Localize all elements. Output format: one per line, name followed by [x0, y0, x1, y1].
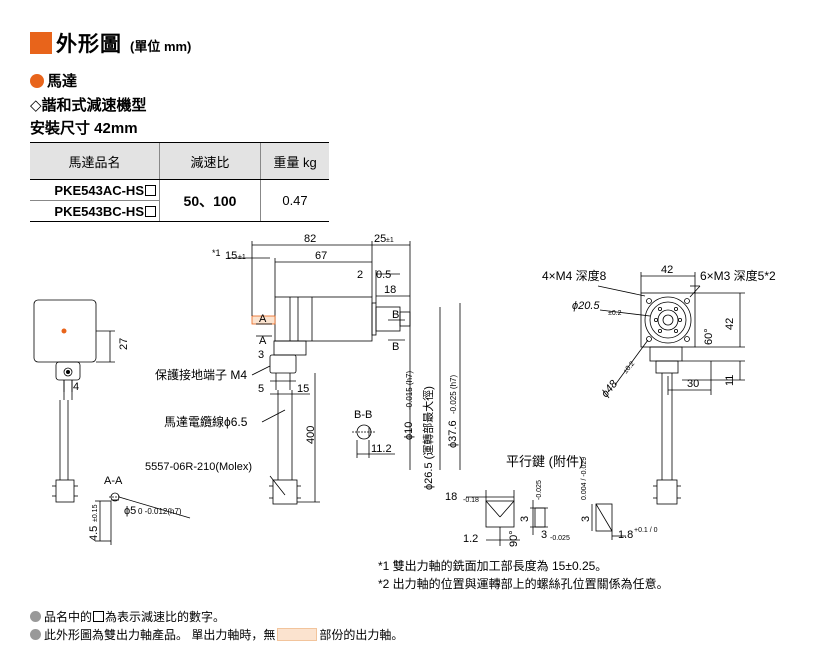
model-cell: PKE543BC-HS	[30, 200, 160, 222]
footer-text: 為表示減速比的數字。	[105, 610, 226, 624]
phi5-tol: 0 -0.012(h7)	[138, 507, 182, 516]
dim-15: 15	[225, 250, 237, 262]
dim-400: 400	[305, 426, 317, 444]
dim-15b: 15	[297, 383, 309, 395]
heading-square-icon	[30, 32, 52, 54]
cable-label: 馬達電纜線ϕ6.5	[164, 414, 248, 429]
frame-label: 安裝尺寸 42mm	[30, 120, 138, 137]
type-label: ◇諧和式減速機型	[30, 97, 147, 114]
phi20-5: ϕ20.5	[572, 300, 600, 312]
header-model: 馬達品名	[30, 142, 160, 180]
key-90: 90°	[508, 530, 520, 547]
footer-line-1: 品名中的 為表示減速比的數字。	[30, 608, 225, 625]
terminal-label: 保護接地端子 M4	[155, 367, 247, 382]
dim-11-2: 11.2	[371, 443, 392, 455]
footer-text: 此外形圖為雙出力軸產品。 單出力軸時，無	[44, 628, 276, 642]
footer-text: 品名中的	[44, 610, 93, 624]
key-3a-tol: -0.025	[536, 480, 543, 500]
dim-4: 4	[73, 381, 79, 393]
note-2: *2 出力軸的位置與運轉部上的螺絲孔位置關係為任意。	[378, 577, 669, 591]
key-1-2: 1.2	[463, 533, 478, 545]
box-placeholder-icon	[145, 184, 156, 196]
key-3a: 3	[519, 516, 531, 522]
phi10: ϕ10	[403, 422, 415, 440]
dim-25: 25	[374, 233, 386, 245]
footer-line-2: 此外形圖為雙出力軸產品。 單出力軸時，無 部份的出力軸。	[30, 626, 403, 643]
phi37-6: ϕ37.6	[447, 420, 459, 448]
motor-section: 馬達	[30, 70, 77, 91]
dim-11: 11	[724, 375, 736, 386]
dim-18: 18	[384, 284, 396, 296]
phi37-6-tol: -0.025 (h7)	[449, 375, 458, 414]
phi5: ϕ5	[124, 505, 136, 517]
header-ratio: 減速比	[159, 142, 261, 180]
phi48: ϕ48	[599, 377, 621, 399]
star-1: *1	[212, 248, 221, 258]
aa-label: A-A	[104, 475, 123, 487]
connector-label: 5557-06R-210(Molex)	[145, 461, 252, 473]
page-title: 外形圖	[56, 33, 122, 56]
box-placeholder-icon	[145, 205, 156, 217]
model-name: PKE543AC-HS	[54, 182, 144, 198]
orange-dot-icon	[30, 73, 44, 88]
motor-body	[274, 296, 373, 342]
key-1-8-tol: +0.1 / 0	[634, 527, 658, 534]
key-1-8: 1.8	[618, 529, 633, 541]
page-heading: 外形圖 (單位 mm)	[30, 30, 191, 56]
table-row: PKE543BC-HS	[30, 200, 329, 222]
bullet-dot-icon	[30, 611, 41, 622]
phi48-tol: ±0.2	[622, 360, 636, 375]
dim-30: 30	[687, 378, 699, 390]
footer-text: 部份的出力軸。	[319, 628, 404, 642]
table-header-row: 馬達品名 減速比 重量 kg	[30, 142, 329, 180]
key-title: 平行鍵 (附件)	[506, 454, 583, 469]
unit-label: (單位 mm)	[130, 38, 192, 54]
bullet-dot-icon	[30, 629, 41, 640]
key-18: 18	[445, 491, 457, 503]
holes-4: 4×M4 深度8	[542, 268, 607, 283]
note-1: *1 雙出力軸的銑面加工部長度為 15±0.25。	[378, 559, 608, 573]
holes-6: 6×M3 深度5*2	[700, 268, 776, 283]
key-3c: 3	[580, 516, 592, 522]
dim-5: 5	[258, 383, 264, 395]
b-marker-top: B	[392, 309, 399, 321]
key-3c-tol: 0.004 / -0.029	[581, 457, 588, 500]
dim-82: 82	[304, 233, 316, 245]
dim-4-5-tol: ±0.15	[92, 504, 99, 522]
dim-3: 3	[258, 349, 264, 361]
spec-table: 馬達品名 減速比 重量 kg PKE543AC-HS 50、100 0.47 P…	[30, 142, 329, 222]
a-marker-bottom: A	[259, 335, 267, 347]
key-18-tol: -0.18	[463, 497, 479, 504]
dim-27: 27	[118, 338, 130, 350]
weight-cell: 0.47	[260, 179, 329, 222]
motor-label: 馬達	[47, 73, 78, 90]
dim-25-tol: ±1	[386, 237, 394, 244]
a-marker-top: A	[259, 313, 267, 325]
shaft-highlight-swatch	[277, 628, 318, 641]
phi26-5: ϕ26.5 (運轉部最大徑)	[421, 386, 435, 490]
ratio-cell: 50、100	[159, 179, 261, 222]
bb-label: B-B	[354, 409, 372, 421]
header-weight: 重量 kg	[260, 142, 329, 180]
model-name: PKE543BC-HS	[54, 203, 144, 219]
dim-67: 67	[315, 250, 327, 262]
dim-60: 60°	[703, 328, 715, 345]
dim-4-5: 4.5	[88, 526, 100, 541]
front-view-flange	[640, 292, 696, 348]
key-3b: 3	[541, 529, 547, 541]
dim-42-top: 42	[661, 264, 673, 276]
dim-0-5: 0.5	[376, 269, 391, 281]
table-row: PKE543AC-HS 50、100 0.47	[30, 179, 329, 222]
b-marker-bottom: B	[392, 341, 399, 353]
phi20-5-tol: ±0.2	[608, 310, 622, 317]
end-view-terminal	[55, 361, 81, 381]
key-3b-tol: -0.025	[550, 535, 570, 542]
dim-15-tol: ±1	[238, 254, 246, 261]
box-placeholder-icon	[93, 611, 105, 622]
dim-42-right: 42	[724, 318, 736, 330]
model-cell: PKE543AC-HS	[30, 179, 160, 201]
phi10-tol: -0.015 (h7)	[405, 371, 414, 410]
dim-2: 2	[357, 269, 363, 281]
